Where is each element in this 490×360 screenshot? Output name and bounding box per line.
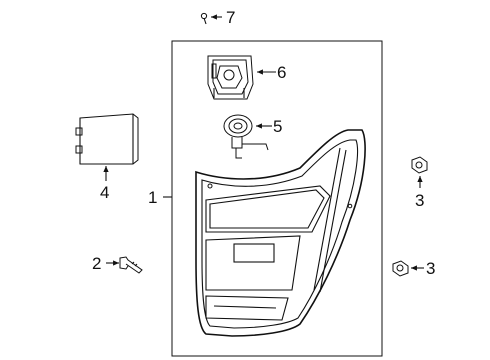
callout-6: 6 <box>277 63 286 82</box>
bolt-icon <box>119 256 143 274</box>
nut-icon-upper <box>411 156 428 174</box>
control-module-icon <box>75 113 139 165</box>
callout-3-upper: 3 <box>415 191 424 210</box>
assembly-boundary-box <box>171 40 383 357</box>
callout-7: 7 <box>226 8 235 27</box>
callout-5: 5 <box>273 117 282 136</box>
callout-1: 1 <box>148 188 157 207</box>
nut-icon-lower <box>392 260 409 277</box>
callout-4: 4 <box>100 183 109 202</box>
tail-lamp-housing-icon <box>195 129 366 337</box>
callout-3-lower: 3 <box>426 259 435 278</box>
callout-2: 2 <box>92 254 101 273</box>
socket-bracket-icon <box>207 55 254 100</box>
bulb-socket-icon <box>223 114 269 159</box>
screw-icon <box>200 12 208 25</box>
